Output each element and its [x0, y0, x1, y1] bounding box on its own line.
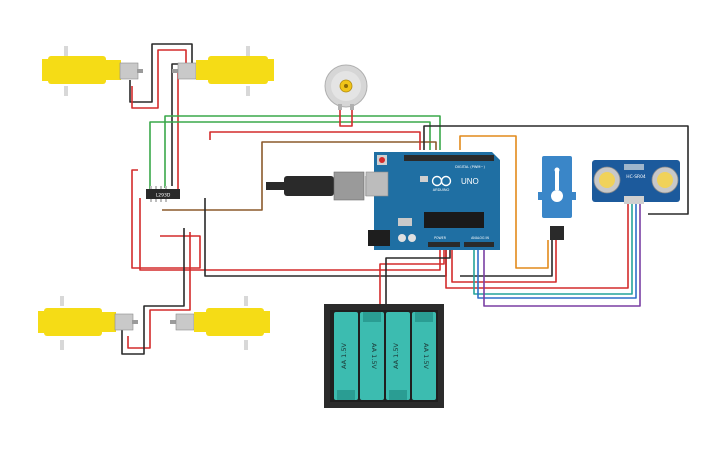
transducer-right	[651, 166, 679, 194]
battery-cell-label: AA 1.5V	[422, 343, 430, 369]
wire-red-board	[209, 131, 421, 150]
wires	[121, 43, 689, 355]
motor-driver-label: L293D	[156, 193, 171, 199]
battery-cell-label: AA 1.5V	[340, 342, 348, 368]
wire-black-bottom-motors	[121, 228, 185, 355]
servo-motor	[538, 156, 576, 240]
wire-red-servo	[451, 240, 557, 283]
gear-motor-top-right	[172, 46, 274, 96]
infinity-logo-icon	[431, 175, 452, 187]
wire-red-sonar	[445, 204, 629, 289]
ultrasonic-sensor: HC-SR04	[592, 160, 680, 204]
gear-motor-bottom-right	[170, 296, 270, 350]
wire-orange	[459, 135, 549, 269]
motor-driver-ic: L293D	[146, 186, 180, 202]
dc-motor	[324, 64, 368, 110]
sonar-label: HC-SR04	[626, 174, 646, 180]
wire-blue-sonar	[477, 204, 637, 299]
board-model-label: UNO	[461, 177, 479, 186]
wire-red-dc	[339, 104, 353, 127]
wire-red-top-motors	[131, 49, 187, 109]
wire-red-battery	[379, 248, 445, 304]
wire-black-servo	[460, 240, 553, 277]
wire-purple-sonar	[483, 204, 641, 307]
wire-black-top	[423, 125, 689, 215]
wire-black-top-motors	[129, 43, 193, 103]
arduino-uno-board: DIGITAL (PWM~) UNO ARDUINO POWER ANALOG …	[365, 152, 500, 250]
battery-pack: AA 1.5V AA 1.5V AA 1.5V AA 1.5V	[324, 304, 444, 408]
wire-red-left	[131, 169, 201, 269]
battery-cell-2: AA 1.5V	[360, 312, 384, 400]
wire-teal-sonar	[473, 204, 633, 295]
wire-brown	[162, 141, 437, 211]
gear-motor-bottom-left	[38, 296, 138, 350]
board-brand-label: ARDUINO	[433, 188, 450, 192]
wire-green	[149, 121, 431, 196]
battery-cell-label: AA 1.5V	[392, 342, 400, 368]
transducer-left	[593, 166, 621, 194]
wire-black-motor-to-driver	[171, 63, 190, 186]
wire-green-2	[164, 115, 441, 188]
battery-cell-4: AA 1.5V	[412, 312, 436, 400]
analog-header-label: ANALOG IN	[471, 236, 489, 240]
wire-red-bottom-motors	[127, 232, 191, 349]
power-header-label: POWER	[434, 236, 447, 240]
wire-red-motor-to-driver	[168, 71, 184, 191]
gear-motor-top-left	[42, 46, 143, 96]
usb-cable	[266, 171, 378, 201]
battery-cell-1: AA 1.5V	[334, 312, 358, 400]
battery-cell-3: AA 1.5V	[386, 312, 410, 400]
wire-red-board-2	[139, 198, 441, 271]
battery-cell-label: AA 1.5V	[370, 343, 378, 369]
wire-black-battery	[385, 248, 451, 304]
digital-header-label: DIGITAL (PWM~)	[455, 165, 485, 169]
